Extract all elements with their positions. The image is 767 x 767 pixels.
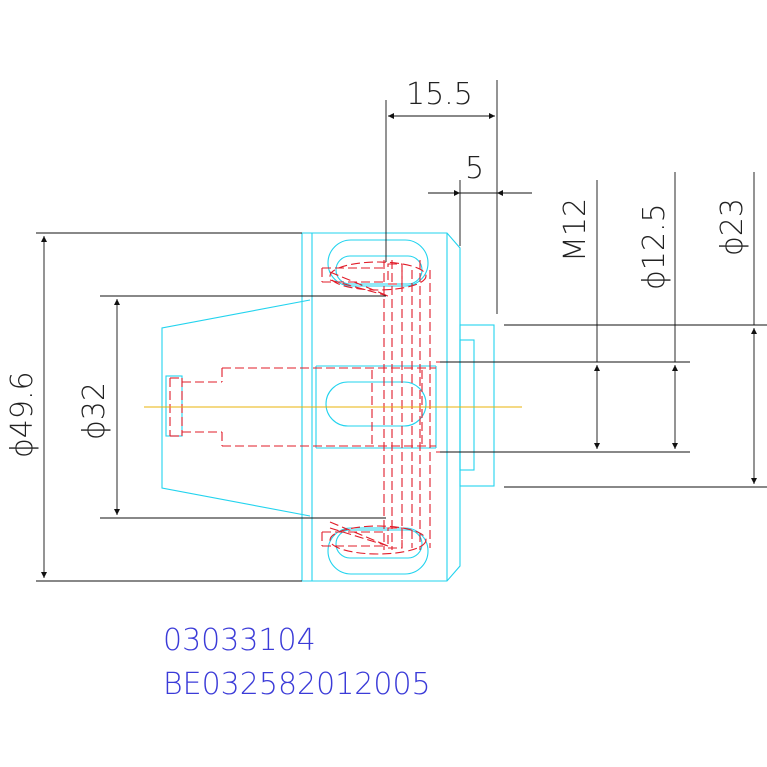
bottom-slot <box>327 527 429 575</box>
dim-m12-label: M12 <box>558 198 593 262</box>
dim-15-5-label: 15.5 <box>406 77 473 112</box>
part-number: 03033104 <box>163 623 316 658</box>
dimension-lines <box>36 80 767 582</box>
flange <box>459 324 495 487</box>
drawing-number: BE032582012005 <box>163 667 431 702</box>
center-slot <box>325 381 427 427</box>
part-outline <box>161 232 495 582</box>
dim-12-5-label: ϕ12.5 <box>637 203 672 290</box>
dim-49-6-label: ϕ49.6 <box>5 371 40 458</box>
dim-32-label: ϕ32 <box>77 382 112 440</box>
pin <box>165 375 183 437</box>
taper-shank <box>161 299 311 517</box>
bottom-slot-inner <box>335 529 423 559</box>
top-slot <box>327 239 429 287</box>
dim-23-label: ϕ23 <box>715 198 750 256</box>
flange-inner <box>459 339 475 471</box>
dim-5-label: 5 <box>465 151 484 186</box>
